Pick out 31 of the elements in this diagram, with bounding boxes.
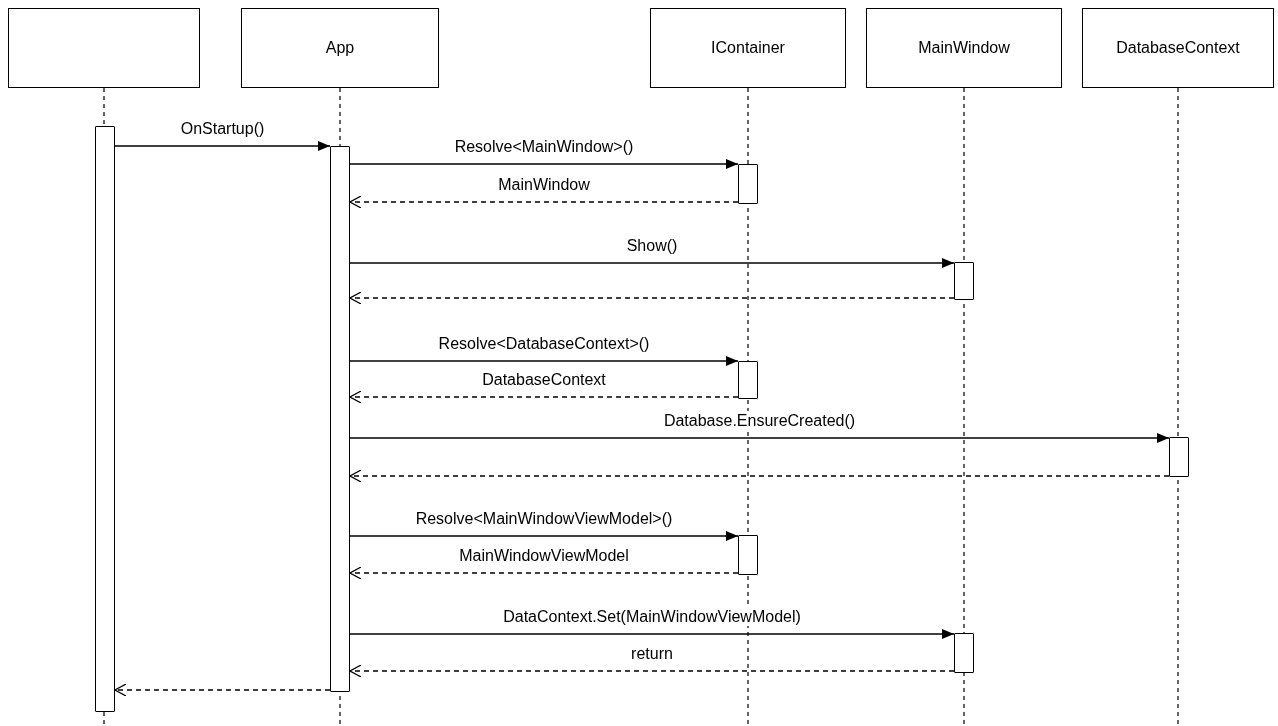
message-arrow xyxy=(114,141,331,151)
participant-box: IContainer xyxy=(650,8,846,88)
participant-box: DatabaseContext xyxy=(1082,8,1274,88)
edge-label: Resolve<DatabaseContext>() xyxy=(436,334,652,353)
return-arrow xyxy=(349,291,955,305)
activation-bar xyxy=(954,633,974,673)
activation-bar xyxy=(954,262,974,300)
activation-bar xyxy=(738,361,758,399)
message-arrow xyxy=(349,356,739,366)
edge-label: Show() xyxy=(624,236,680,255)
activation-bar xyxy=(330,146,350,692)
activation-bar xyxy=(1169,437,1189,477)
edge-label: DataContext.Set(MainWindowViewModel) xyxy=(501,607,803,626)
return-arrow xyxy=(349,195,739,209)
return-arrow xyxy=(114,683,331,697)
message-arrow xyxy=(349,629,955,639)
activation-bar xyxy=(738,164,758,204)
participant-box xyxy=(8,8,200,88)
activation-bar xyxy=(738,535,758,575)
edge-label: OnStartup() xyxy=(178,119,267,138)
return-arrow xyxy=(349,664,955,678)
activation-bar xyxy=(95,126,115,712)
participant-box: MainWindow xyxy=(866,8,1062,88)
message-arrow xyxy=(349,258,955,268)
return-arrow xyxy=(349,566,739,580)
participant-box: App xyxy=(241,8,439,88)
return-arrow xyxy=(349,469,1170,483)
message-arrow xyxy=(349,433,1170,443)
message-arrow xyxy=(349,531,739,541)
message-arrow xyxy=(349,159,739,169)
return-arrow xyxy=(349,390,739,404)
